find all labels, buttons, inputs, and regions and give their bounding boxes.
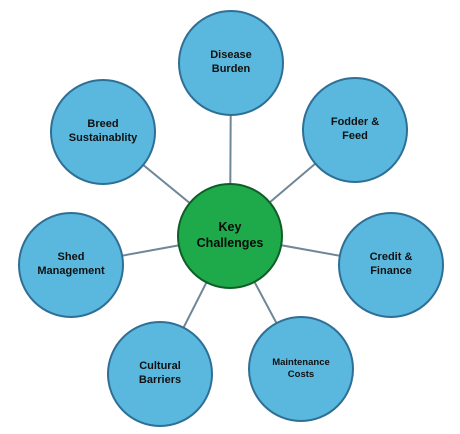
node-maintenance-costs: Maintenance Costs	[248, 316, 354, 422]
node-label: Disease Burden	[210, 49, 252, 75]
node-key-challenges: Key Challenges	[177, 183, 283, 289]
node-label: Breed Sustainablity	[68, 118, 138, 144]
node-credit-finance: Credit & Finance	[338, 212, 444, 318]
node-breed-sustainability: Breed Sustainablity	[50, 79, 156, 185]
node-label: Fodder & Feed	[330, 116, 380, 142]
node-disease-burden: Disease Burden	[178, 10, 284, 116]
node-label: Shed Management	[37, 251, 105, 277]
node-shed-management: Shed Management	[18, 212, 124, 318]
node-cultural-barriers: Cultural Barriers	[107, 321, 213, 427]
center-label: Key Challenges	[196, 220, 264, 250]
node-label: Maintenance Costs	[272, 357, 330, 380]
node-label: Credit & Finance	[369, 251, 413, 277]
node-label: Cultural Barriers	[138, 360, 182, 386]
node-fodder-feed: Fodder & Feed	[302, 77, 408, 183]
